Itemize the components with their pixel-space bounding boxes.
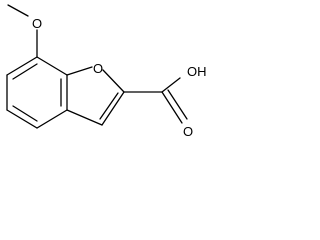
methoxy-oxygen-label: O (32, 16, 42, 31)
bond-methyl-o (7, 4, 29, 17)
bond-c2-c3-inner (99, 92, 119, 120)
ring-oxygen-label: O (93, 61, 103, 76)
bond-c7-c7a (36, 56, 68, 76)
bond-c6-c7-inner (12, 63, 38, 80)
bond-c4-c5 (6, 109, 38, 129)
hydroxyl-label: OH (187, 64, 207, 79)
bond-cacid-o-double-2 (167, 89, 188, 120)
bond-cacid-oh (161, 77, 181, 93)
bond-c4-c5-inner (12, 105, 38, 122)
bond-c3a-c4 (36, 109, 68, 129)
carbonyl-oxygen-label: O (183, 124, 193, 139)
chemical-structure-diagram: O O OH O (6, 4, 207, 139)
bond-cacid-o-double (161, 91, 183, 124)
bond-c6-c7 (6, 56, 38, 76)
bond-c2-c3 (101, 91, 125, 126)
bond-o1-c2 (102, 69, 125, 93)
bond-c3-c3a (66, 109, 103, 126)
bond-c7a-o1 (66, 66, 93, 76)
